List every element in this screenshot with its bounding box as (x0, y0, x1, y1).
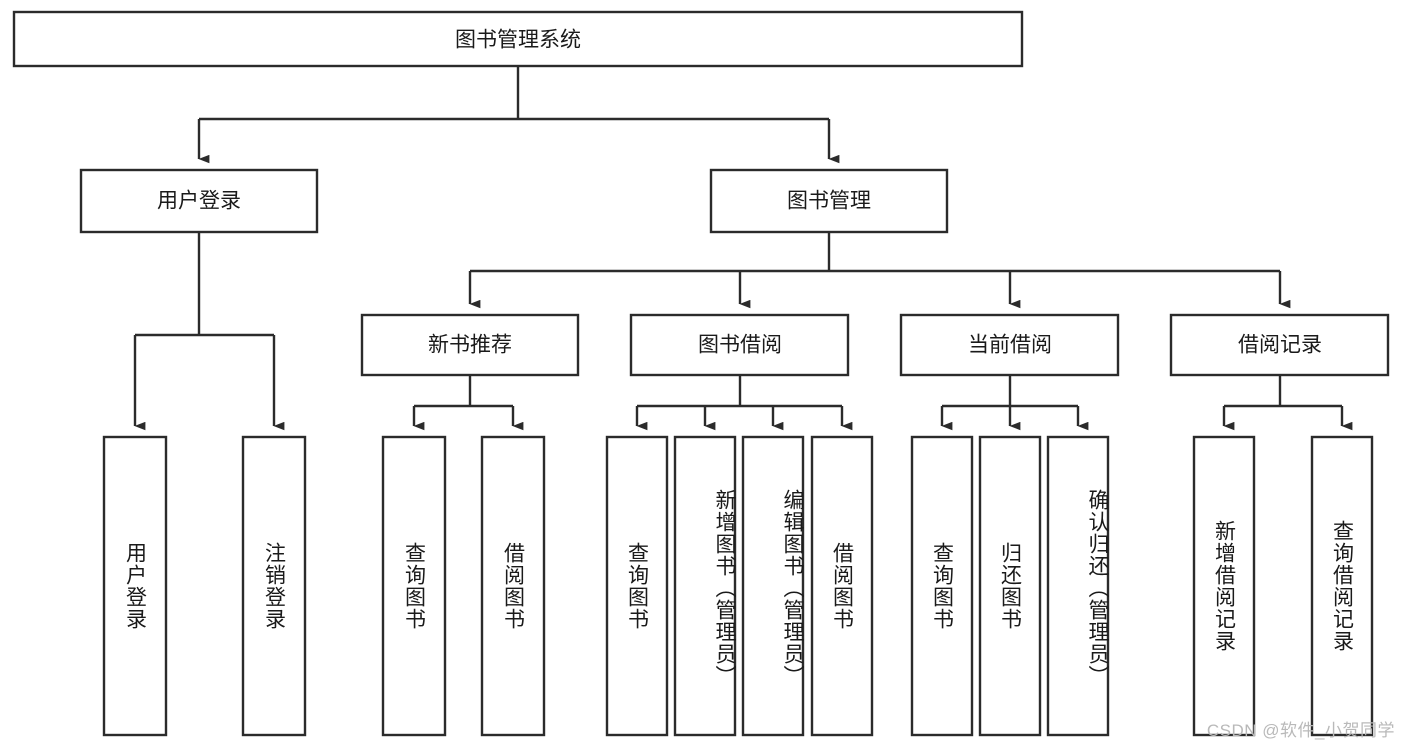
node-book-manage-label: 图书管理 (787, 190, 871, 213)
node-new-book-recommend[interactable]: 新书推荐 (360, 313, 580, 377)
leaf-box-borrow-record-1[interactable] (1192, 435, 1256, 737)
leaf-box-current-borrow-2[interactable] (978, 435, 1042, 737)
leaf-box-current-borrow-3[interactable] (1046, 435, 1110, 737)
node-borrow-record[interactable]: 借阅记录 (1169, 313, 1390, 377)
node-book-manage-box[interactable] (709, 168, 949, 234)
connector-group-root (197, 66, 840, 164)
node-borrow-record-box[interactable] (1169, 313, 1390, 377)
node-borrow-record-label: 借阅记录 (1238, 334, 1322, 357)
node-new-book-recommend-label: 新书推荐 (428, 334, 512, 357)
leaf-box-book-borrow-2[interactable] (673, 435, 737, 737)
leaf-box-current-borrow-1[interactable] (910, 435, 974, 737)
node-user-login[interactable]: 用户登录 (79, 168, 319, 234)
connector-group-borrow-record (1222, 375, 1353, 431)
node-root-label: 图书管理系统 (455, 29, 581, 52)
node-book-manage[interactable]: 图书管理 (709, 168, 949, 234)
leaf-box-new-book-2[interactable] (480, 435, 546, 737)
connector-group-book-borrow (635, 375, 853, 431)
leaf-box-book-borrow-4[interactable] (810, 435, 874, 737)
connector-group-book-manage (468, 232, 1291, 309)
leaf-box-borrow-record-2[interactable] (1310, 435, 1374, 737)
connector-group-current-borrow (940, 375, 1089, 431)
node-book-borrow[interactable]: 图书借阅 (629, 313, 850, 377)
node-current-borrow[interactable]: 当前借阅 (899, 313, 1120, 377)
node-root-box[interactable] (12, 10, 1024, 68)
node-current-borrow-label: 当前借阅 (968, 334, 1052, 357)
node-current-borrow-box[interactable] (899, 313, 1120, 377)
connector-group-user-login (133, 232, 285, 431)
leaf-box-book-borrow-1[interactable] (605, 435, 669, 737)
leaf-box-book-borrow-3[interactable] (741, 435, 805, 737)
node-user-login-box[interactable] (79, 168, 319, 234)
node-root[interactable]: 图书管理系统 (12, 10, 1024, 68)
node-new-book-recommend-box[interactable] (360, 313, 580, 377)
connector-group-new-book-recommend (412, 375, 524, 431)
node-book-borrow-label: 图书借阅 (698, 334, 782, 357)
leaf-box-user-login-2[interactable] (241, 435, 307, 737)
node-book-borrow-box[interactable] (629, 313, 850, 377)
node-user-login-label: 用户登录 (157, 190, 241, 213)
leaf-box-user-login-1[interactable] (102, 435, 168, 737)
leaf-box-new-book-1[interactable] (381, 435, 447, 737)
